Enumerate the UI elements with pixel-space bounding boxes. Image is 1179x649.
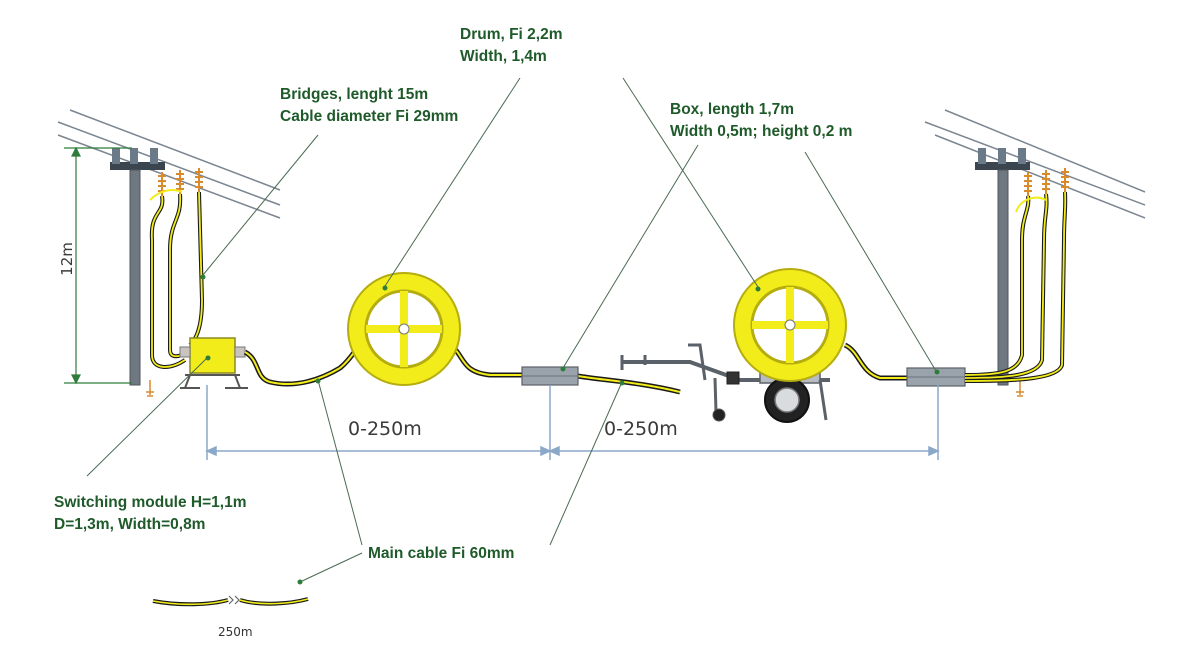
drum-label-line-1: Drum, Fi 2,2m [460, 26, 563, 43]
pole-height-label: 12m [57, 242, 76, 276]
bridges-label: Bridges, lenght 15m Cable diameter Fi 29… [280, 84, 458, 128]
left-pole [57, 109, 281, 386]
span-right-label: 0-250m [604, 418, 678, 440]
switching-module-label: Switching module H=1,1m D=1,3m, Width=0,… [54, 492, 247, 536]
cable-sample [152, 595, 309, 607]
right-bridges [964, 191, 1068, 383]
box-label-line-2: Width 0,5m; height 0,2 m [670, 123, 853, 140]
junction-box-right [906, 367, 966, 387]
leader-lines [86, 77, 937, 583]
junction-box-left [521, 366, 579, 386]
right-pole [924, 109, 1146, 386]
span-left-label: 0-250m [348, 418, 422, 440]
box-label-line-1: Box, length 1,7m [670, 101, 795, 118]
leader-dots [200, 274, 940, 585]
bridges-label-line-1: Bridges, lenght 15m [280, 86, 429, 103]
drum-label: Drum, Fi 2,2m Width, 1,4m [460, 24, 563, 68]
box-label: Box, length 1,7m Width 0,5m; height 0,2 … [670, 99, 852, 143]
drum-right [733, 268, 847, 382]
span-dimensions [205, 385, 940, 460]
main-cable-label: Main cable Fi 60mm [368, 545, 515, 562]
drum-left [347, 272, 461, 386]
switching-module-label-line-1: Switching module H=1,1m [54, 494, 247, 511]
drum-label-line-2: Width, 1,4m [460, 48, 547, 65]
pole-height-dimension [64, 146, 132, 385]
cable-sample-length-label: 250m [218, 625, 253, 639]
switching-module [179, 337, 248, 389]
bridges-label-line-2: Cable diameter Fi 29mm [280, 108, 459, 125]
left-insulators [158, 168, 203, 196]
left-bridges [146, 189, 205, 397]
right-insulators [1016, 168, 1069, 397]
switching-module-label-line-2: D=1,3m, Width=0,8m [54, 516, 206, 533]
